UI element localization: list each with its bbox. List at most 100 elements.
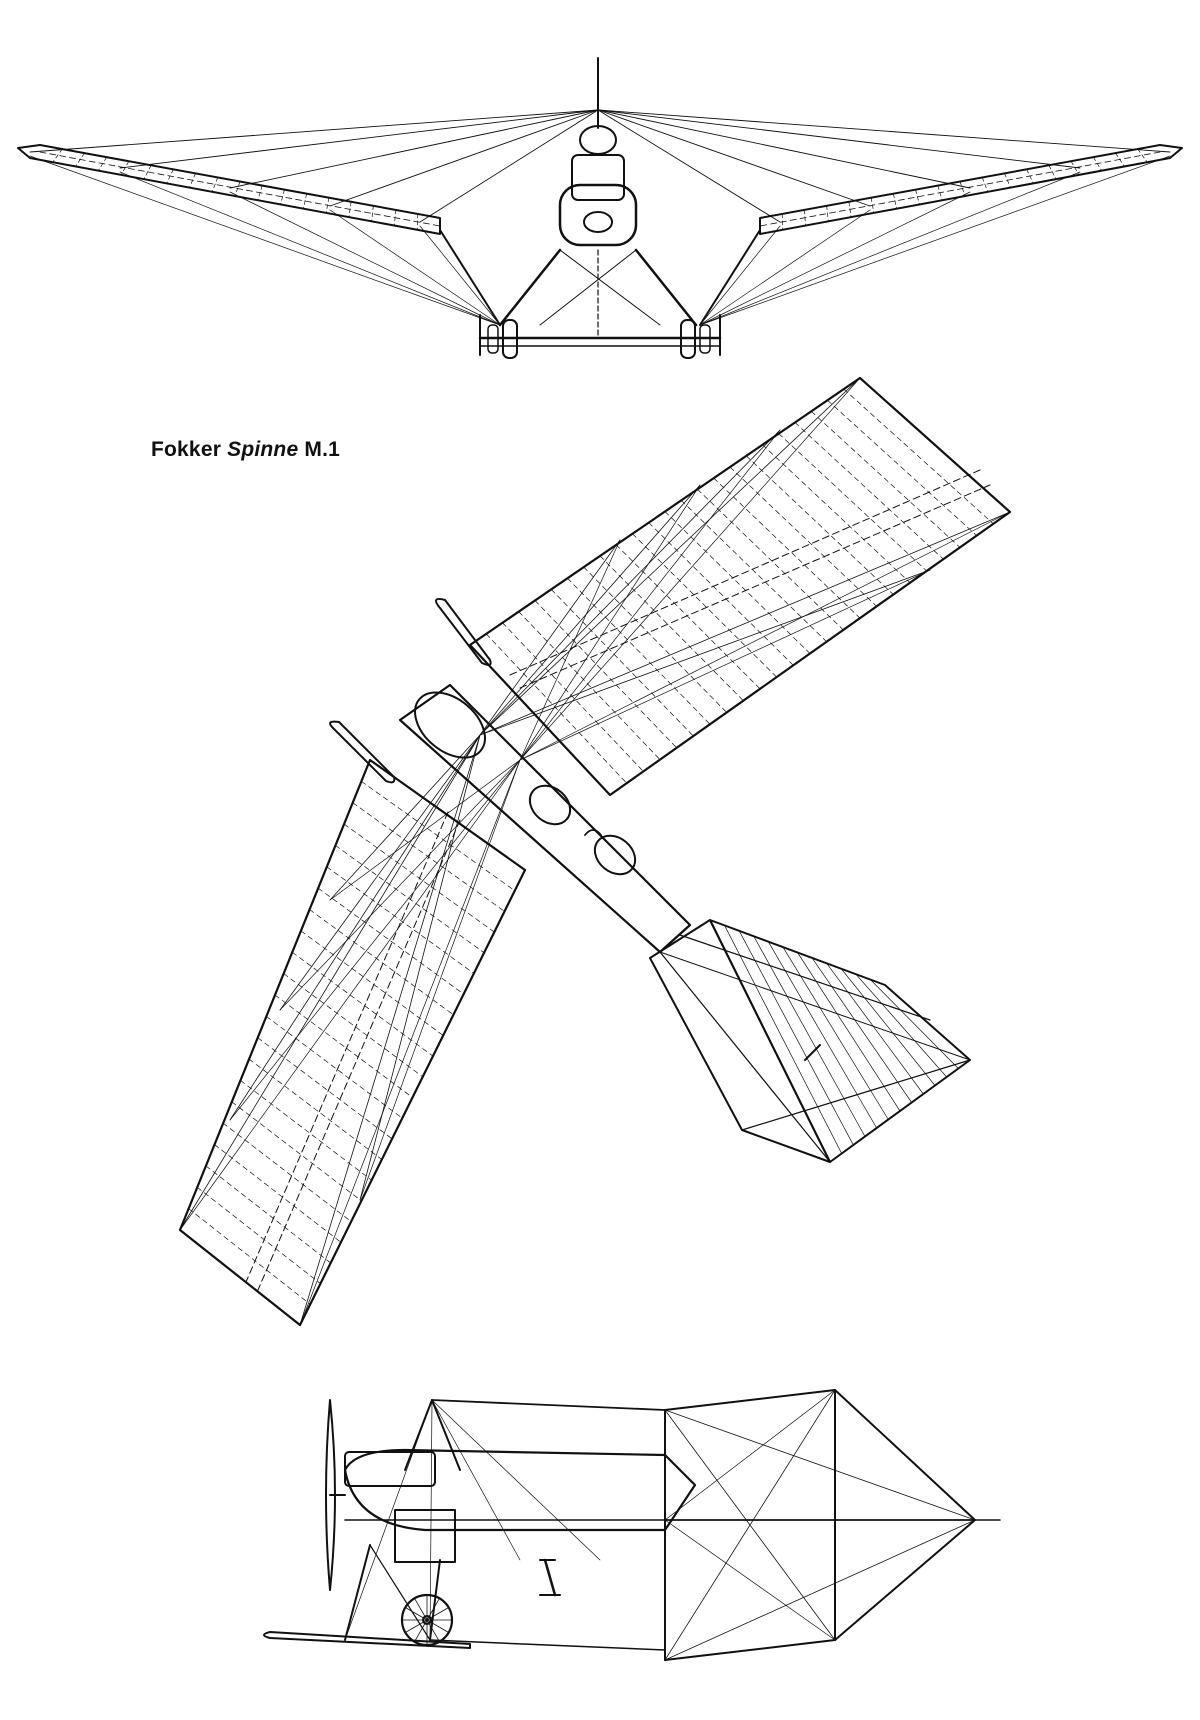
bracing-wire — [329, 109, 599, 207]
side-bracing-wires — [344, 1389, 976, 1661]
top-tail — [649, 919, 971, 1163]
front-bracing-wires — [29, 109, 1171, 326]
wing-rib — [52, 148, 63, 163]
wing-rib — [697, 488, 844, 631]
bracing-wire — [479, 539, 621, 736]
bracing-wire — [431, 1399, 521, 1561]
wing-rib — [300, 930, 444, 1036]
bracing-wire — [431, 1399, 601, 1561]
title-variant: M.1 — [304, 438, 340, 461]
top-tail-ribs — [724, 925, 959, 1154]
front-right-wing — [759, 144, 1183, 235]
bracing-wire — [479, 429, 781, 736]
bracing-wire — [179, 734, 481, 1231]
bracing-wire — [179, 759, 521, 1231]
bracing-wire — [359, 759, 521, 1201]
wing-rib — [804, 209, 806, 226]
side-wheel — [400, 1593, 454, 1647]
tail-rib — [870, 979, 959, 1069]
bracing-wire — [299, 734, 481, 1326]
wing-rib — [1115, 152, 1125, 167]
title-model: Spinne — [227, 438, 299, 461]
bracing-wire — [329, 734, 481, 901]
bracing-wire — [329, 209, 501, 326]
wing-rib — [664, 511, 811, 654]
tail-rib — [811, 957, 913, 1103]
wing-rib — [745, 455, 894, 595]
wing-rib — [97, 156, 108, 172]
wing-rib — [222, 1122, 352, 1222]
wing-rib — [648, 522, 794, 666]
wing-rib — [485, 633, 628, 784]
bracing-wire — [519, 429, 781, 761]
tail-rib — [826, 962, 924, 1095]
wing-rib — [550, 589, 694, 737]
bracing-wire — [479, 377, 861, 736]
wing-rib — [75, 152, 85, 167]
top-propeller — [329, 598, 492, 784]
bracing-wire — [519, 484, 701, 761]
wing-rib — [1004, 173, 1011, 188]
wing-rib — [143, 164, 152, 180]
wing-rib — [794, 422, 944, 560]
wing-rib — [234, 181, 241, 197]
wing-rib — [826, 205, 829, 222]
wing-rib — [583, 566, 728, 713]
top-right-wing — [468, 376, 1012, 797]
wing-rib — [1092, 156, 1103, 172]
wing-rib — [205, 1165, 332, 1264]
wing-rib — [632, 533, 778, 678]
front-fuselage — [558, 117, 638, 247]
top-view — [178, 376, 1012, 1327]
bracing-wire — [597, 109, 871, 207]
wing-rib — [196, 1186, 321, 1284]
wing-rib — [325, 197, 330, 214]
bracing-wire — [597, 109, 781, 223]
bracing-wire — [344, 1399, 433, 1641]
wing-rib — [729, 466, 878, 607]
wing-rib — [848, 201, 852, 218]
wing-rib — [257, 1037, 393, 1140]
wing-rib — [283, 973, 424, 1078]
bracing-wire — [664, 1639, 836, 1661]
wing-rib — [680, 500, 828, 643]
wing-rib — [309, 909, 454, 1016]
wing-rib — [959, 181, 966, 197]
wing-rib — [778, 433, 928, 572]
wing-rib — [781, 213, 784, 231]
bracing-wire — [119, 109, 599, 169]
bracing-wire — [597, 109, 1171, 153]
wing-rib — [502, 622, 644, 772]
wing-rib — [257, 185, 263, 201]
wing-rib — [348, 201, 352, 218]
wing-rib — [870, 197, 875, 214]
bracing-wire — [699, 191, 971, 326]
tail-rib — [724, 925, 843, 1154]
wing-rib — [352, 802, 505, 912]
bracing-wire — [29, 109, 599, 153]
front-left-wing — [17, 144, 441, 235]
wing-rib — [1137, 148, 1148, 163]
bracing-wire — [519, 377, 861, 761]
wing-rib — [981, 177, 989, 193]
wing-rib — [343, 823, 495, 933]
wing-rib — [211, 177, 219, 193]
wing-rib — [762, 444, 911, 584]
bracing-wire — [699, 171, 1081, 326]
wing-rib — [915, 189, 920, 205]
bracing-wire — [229, 734, 481, 1121]
top-fuselage — [398, 683, 692, 954]
top-left-wing-ribs — [188, 781, 516, 1305]
bracing-wire — [664, 1519, 836, 1641]
wing-rib — [291, 951, 434, 1057]
wing-rib — [615, 544, 761, 690]
wheel-spoke — [414, 1598, 428, 1621]
wing-rib — [166, 168, 174, 184]
front-wing-ribs — [52, 148, 1148, 231]
bracing-wire — [229, 109, 599, 189]
bracing-wire — [597, 109, 1081, 169]
bracing-wire — [419, 109, 599, 223]
wing-rib — [810, 411, 961, 548]
wing-rib — [827, 399, 978, 536]
tail-rib — [767, 941, 878, 1129]
